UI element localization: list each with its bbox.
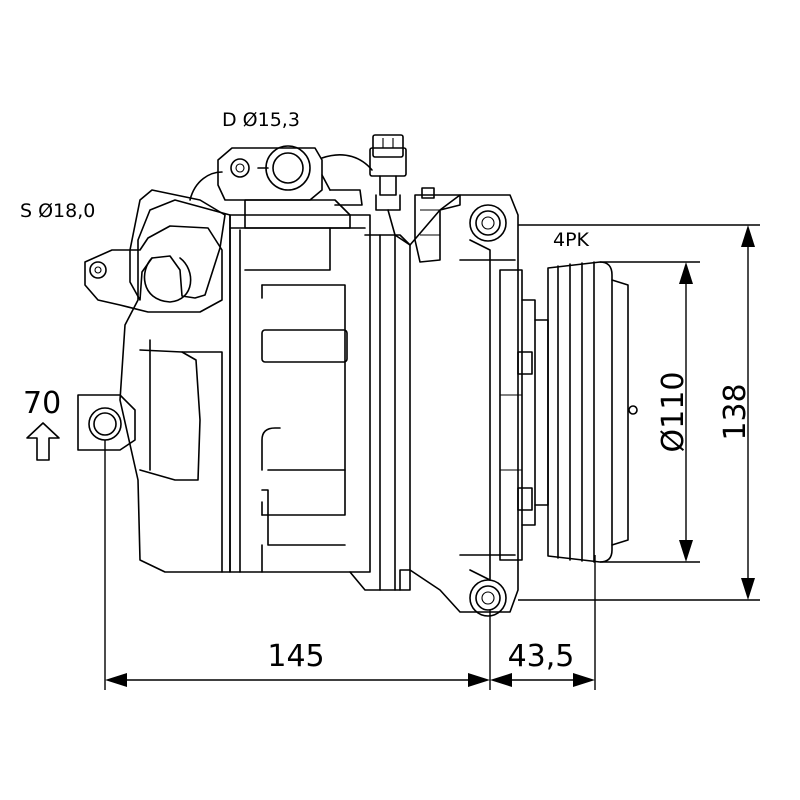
- pressure-switch: [369, 134, 411, 246]
- dimension-height: 138: [518, 224, 760, 601]
- height-label: 138: [718, 383, 753, 440]
- suction-label: S Ø18,0: [20, 200, 95, 222]
- up-arrow-icon: [26, 422, 60, 461]
- discharge-port: [189, 145, 373, 206]
- length-label: 145: [267, 639, 324, 674]
- dimension-length: 145: [104, 440, 596, 690]
- pulley: [547, 261, 638, 563]
- discharge-label: D Ø15,3: [222, 109, 300, 131]
- compressor-body: [77, 189, 549, 617]
- dimension-pulley-diameter: Ø110: [600, 261, 700, 563]
- control-valve: [414, 187, 461, 263]
- belt-label: 4PK: [553, 229, 590, 251]
- angle-label: 70: [23, 386, 61, 421]
- dimension-pulley-offset: 43,5: [490, 639, 595, 687]
- pulley-diameter-label: Ø110: [656, 372, 691, 453]
- pulley-offset-label: 43,5: [508, 639, 575, 674]
